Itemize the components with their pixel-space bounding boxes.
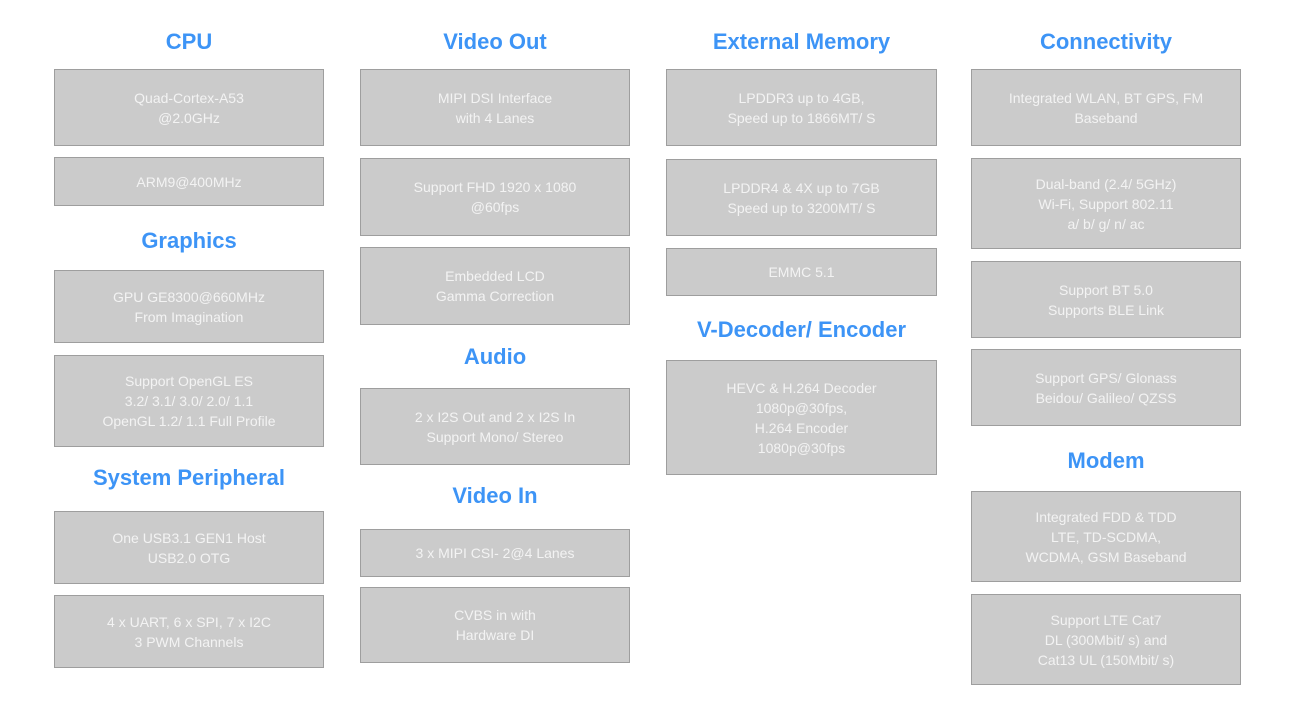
video-in-heading: Video In [452, 483, 538, 508]
video-out-box-mipi-dsi: MIPI DSI Interface with 4 Lanes [360, 69, 630, 146]
video-in-box-mipi-csi: 3 x MIPI CSI- 2@4 Lanes [360, 529, 630, 577]
modem-box-lte-cat: Support LTE Cat7 DL (300Mbit/ s) and Cat… [971, 594, 1241, 685]
system-peripheral-box-usb: One USB3.1 GEN1 Host USB2.0 OTG [54, 511, 324, 584]
cpu-heading: CPU [165, 29, 213, 54]
cpu-box-arm9: ARM9@400MHz [54, 157, 324, 206]
video-out-heading: Video Out [443, 29, 547, 54]
external-memory-box-lpddr4: LPDDR4 & 4X up to 7GB Speed up to 3200MT… [666, 159, 937, 236]
graphics-box-gpu: GPU GE8300@660MHz From Imagination [54, 270, 324, 343]
graphics-box-opengl: Support OpenGL ES 3.2/ 3.1/ 3.0/ 2.0/ 1.… [54, 355, 324, 447]
system-peripheral-heading: System Peripheral [93, 465, 285, 490]
modem-heading: Modem [1067, 448, 1145, 473]
connectivity-box-wifi: Dual-band (2.4/ 5GHz) Wi-Fi, Support 802… [971, 158, 1241, 249]
connectivity-box-wlan: Integrated WLAN, BT GPS, FM Baseband [971, 69, 1241, 146]
external-memory-box-emmc: EMMC 5.1 [666, 248, 937, 296]
connectivity-heading: Connectivity [1039, 29, 1173, 54]
system-peripheral-box-uart: 4 x UART, 6 x SPI, 7 x I2C 3 PWM Channel… [54, 595, 324, 668]
audio-heading: Audio [463, 344, 527, 369]
v-decoder-encoder-box-codec: HEVC & H.264 Decoder 1080p@30fps, H.264 … [666, 360, 937, 475]
external-memory-heading: External Memory [712, 29, 891, 54]
video-in-box-cvbs: CVBS in with Hardware DI [360, 587, 630, 663]
video-out-box-fhd: Support FHD 1920 x 1080 @60fps [360, 158, 630, 236]
video-out-box-lcd-gamma: Embedded LCD Gamma Correction [360, 247, 630, 325]
connectivity-box-gps: Support GPS/ Glonass Beidou/ Galileo/ QZ… [971, 349, 1241, 426]
audio-box-i2s: 2 x I2S Out and 2 x I2S In Support Mono/… [360, 388, 630, 465]
cpu-box-cores: Quad-Cortex-A53 @2.0GHz [54, 69, 324, 146]
v-decoder-encoder-heading: V-Decoder/ Encoder [696, 317, 907, 342]
external-memory-box-lpddr3: LPDDR3 up to 4GB, Speed up to 1866MT/ S [666, 69, 937, 146]
connectivity-box-bt: Support BT 5.0 Supports BLE Link [971, 261, 1241, 338]
graphics-heading: Graphics [141, 228, 237, 253]
modem-box-baseband: Integrated FDD & TDD LTE, TD-SCDMA, WCDM… [971, 491, 1241, 582]
